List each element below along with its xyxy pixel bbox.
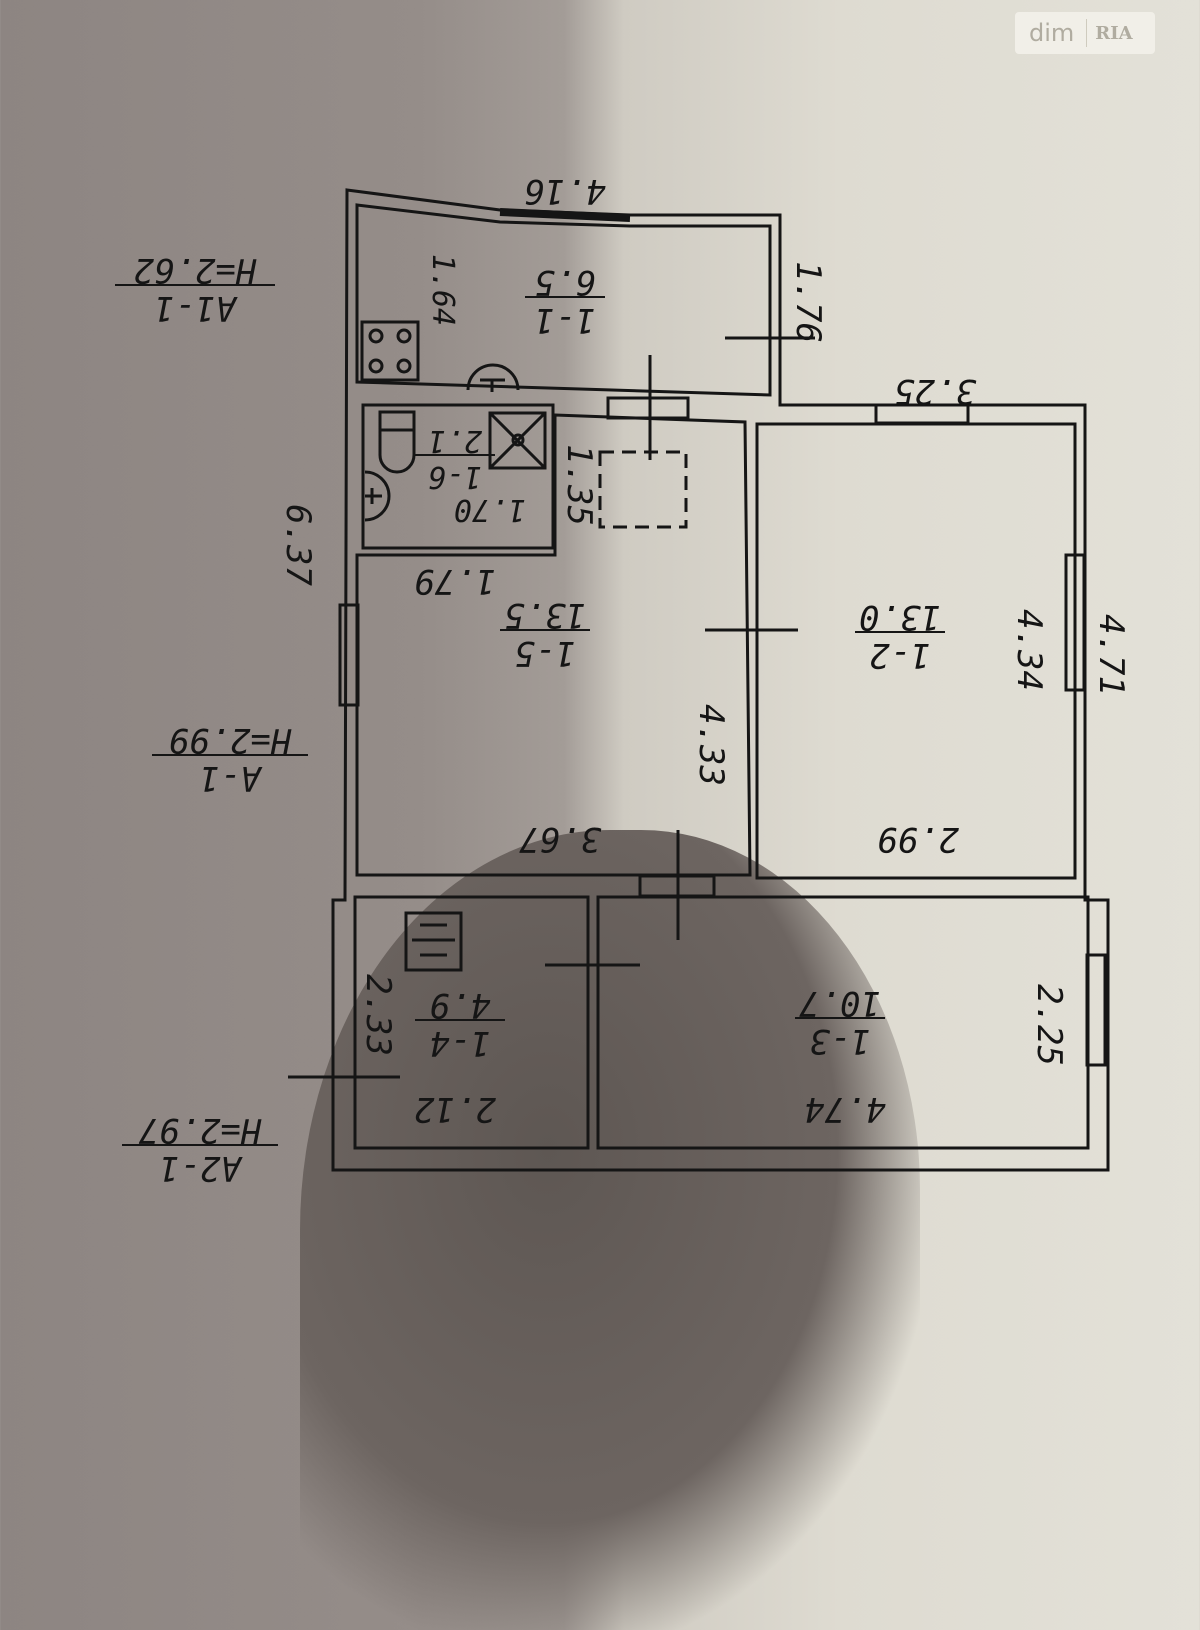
watermark-ria-logo: RIA bbox=[1095, 22, 1133, 44]
block-label: A1-1 H=2.62 bbox=[115, 250, 275, 328]
dimension-label: 4.33 bbox=[691, 704, 731, 786]
room-area: 4.9 bbox=[429, 985, 490, 1025]
block-name: A1-1 bbox=[154, 288, 238, 328]
dimension-label: 1.79 bbox=[414, 561, 496, 601]
room-label: 1-4 4.9 bbox=[415, 985, 505, 1063]
room-id: 1-2 bbox=[869, 635, 930, 675]
room-id: 1-4 bbox=[429, 1023, 490, 1063]
stair-hatch bbox=[598, 450, 688, 529]
watermark-logo: dim RIA bbox=[1015, 12, 1155, 54]
dimension-label: 4.74 bbox=[804, 1089, 886, 1129]
fireplace-icon bbox=[404, 911, 463, 972]
window bbox=[1064, 553, 1086, 692]
block-name: A2-1 bbox=[159, 1148, 243, 1188]
dimension-label: 3.25 bbox=[894, 371, 977, 411]
dimension-label: 1.35 bbox=[559, 444, 599, 526]
heater-icon bbox=[364, 470, 391, 522]
room-id: 1-6 bbox=[428, 459, 482, 494]
block-height: H=2.99 bbox=[169, 720, 293, 760]
room-area: 13.0 bbox=[859, 597, 941, 637]
watermark-brand: dim bbox=[1015, 19, 1088, 47]
room-area: 2.1 bbox=[428, 423, 482, 458]
room-area: 13.5 bbox=[504, 595, 586, 635]
block-name: A-1 bbox=[199, 758, 262, 798]
labels: 4.16 A1-1 H=2.62 A-1 H=2.99 A2-1 H=2.97 … bbox=[115, 171, 1131, 1188]
room-id: 1-3 bbox=[809, 1021, 870, 1061]
toilet-icon bbox=[378, 410, 416, 474]
room-label: 1-2 13.0 bbox=[855, 597, 945, 675]
room-id: 1-5 bbox=[514, 633, 575, 673]
dimension-label: 2.33 bbox=[358, 974, 398, 1056]
dimension-label: 2.12 bbox=[414, 1089, 496, 1129]
room-label: 1-5 13.5 bbox=[500, 595, 590, 673]
room-1-1-outline bbox=[355, 203, 772, 397]
dimension-label: 4.16 bbox=[524, 171, 606, 211]
room-1-6-outline bbox=[361, 403, 555, 550]
window bbox=[1085, 953, 1107, 1067]
window bbox=[338, 603, 360, 707]
dimension-label: 3.67 bbox=[519, 819, 602, 859]
room-id: 1-1 bbox=[534, 300, 595, 340]
dimension-label: 1.76 bbox=[788, 261, 828, 343]
window bbox=[874, 403, 970, 425]
block-height: H=2.97 bbox=[138, 1110, 262, 1150]
dimension-label: 2.25 bbox=[1029, 984, 1069, 1066]
dimension-label: 6.37 bbox=[278, 504, 318, 586]
room-1-4-outline bbox=[353, 895, 590, 1150]
boiler-icon bbox=[466, 363, 520, 392]
block-label: A-1 H=2.99 bbox=[152, 720, 308, 798]
block-height: H=2.62 bbox=[134, 250, 258, 290]
dimension-label: 4.34 bbox=[1009, 609, 1049, 691]
block-label: A2-1 H=2.97 bbox=[122, 1110, 278, 1188]
room-area: 10.7 bbox=[799, 983, 881, 1023]
dimension-label: 1.70 bbox=[454, 492, 526, 527]
room-label: 1-1 6.5 bbox=[525, 262, 605, 340]
shower-icon bbox=[488, 411, 547, 470]
door-opening bbox=[606, 396, 690, 420]
hand-shadow bbox=[300, 830, 920, 1630]
window bbox=[499, 208, 631, 222]
room-label: 1-3 10.7 bbox=[795, 983, 885, 1061]
room-area: 6.5 bbox=[534, 262, 595, 302]
dimension-label: 4.71 bbox=[1091, 614, 1131, 696]
stove-icon bbox=[360, 320, 420, 382]
room-label: 1-6 2.1 bbox=[415, 423, 495, 494]
walls bbox=[288, 188, 1110, 1172]
room-1-5-outline bbox=[355, 413, 752, 877]
door-marker bbox=[288, 336, 815, 1079]
dimension-label: 1.64 bbox=[425, 254, 460, 326]
dimension-label: 2.99 bbox=[877, 819, 959, 859]
